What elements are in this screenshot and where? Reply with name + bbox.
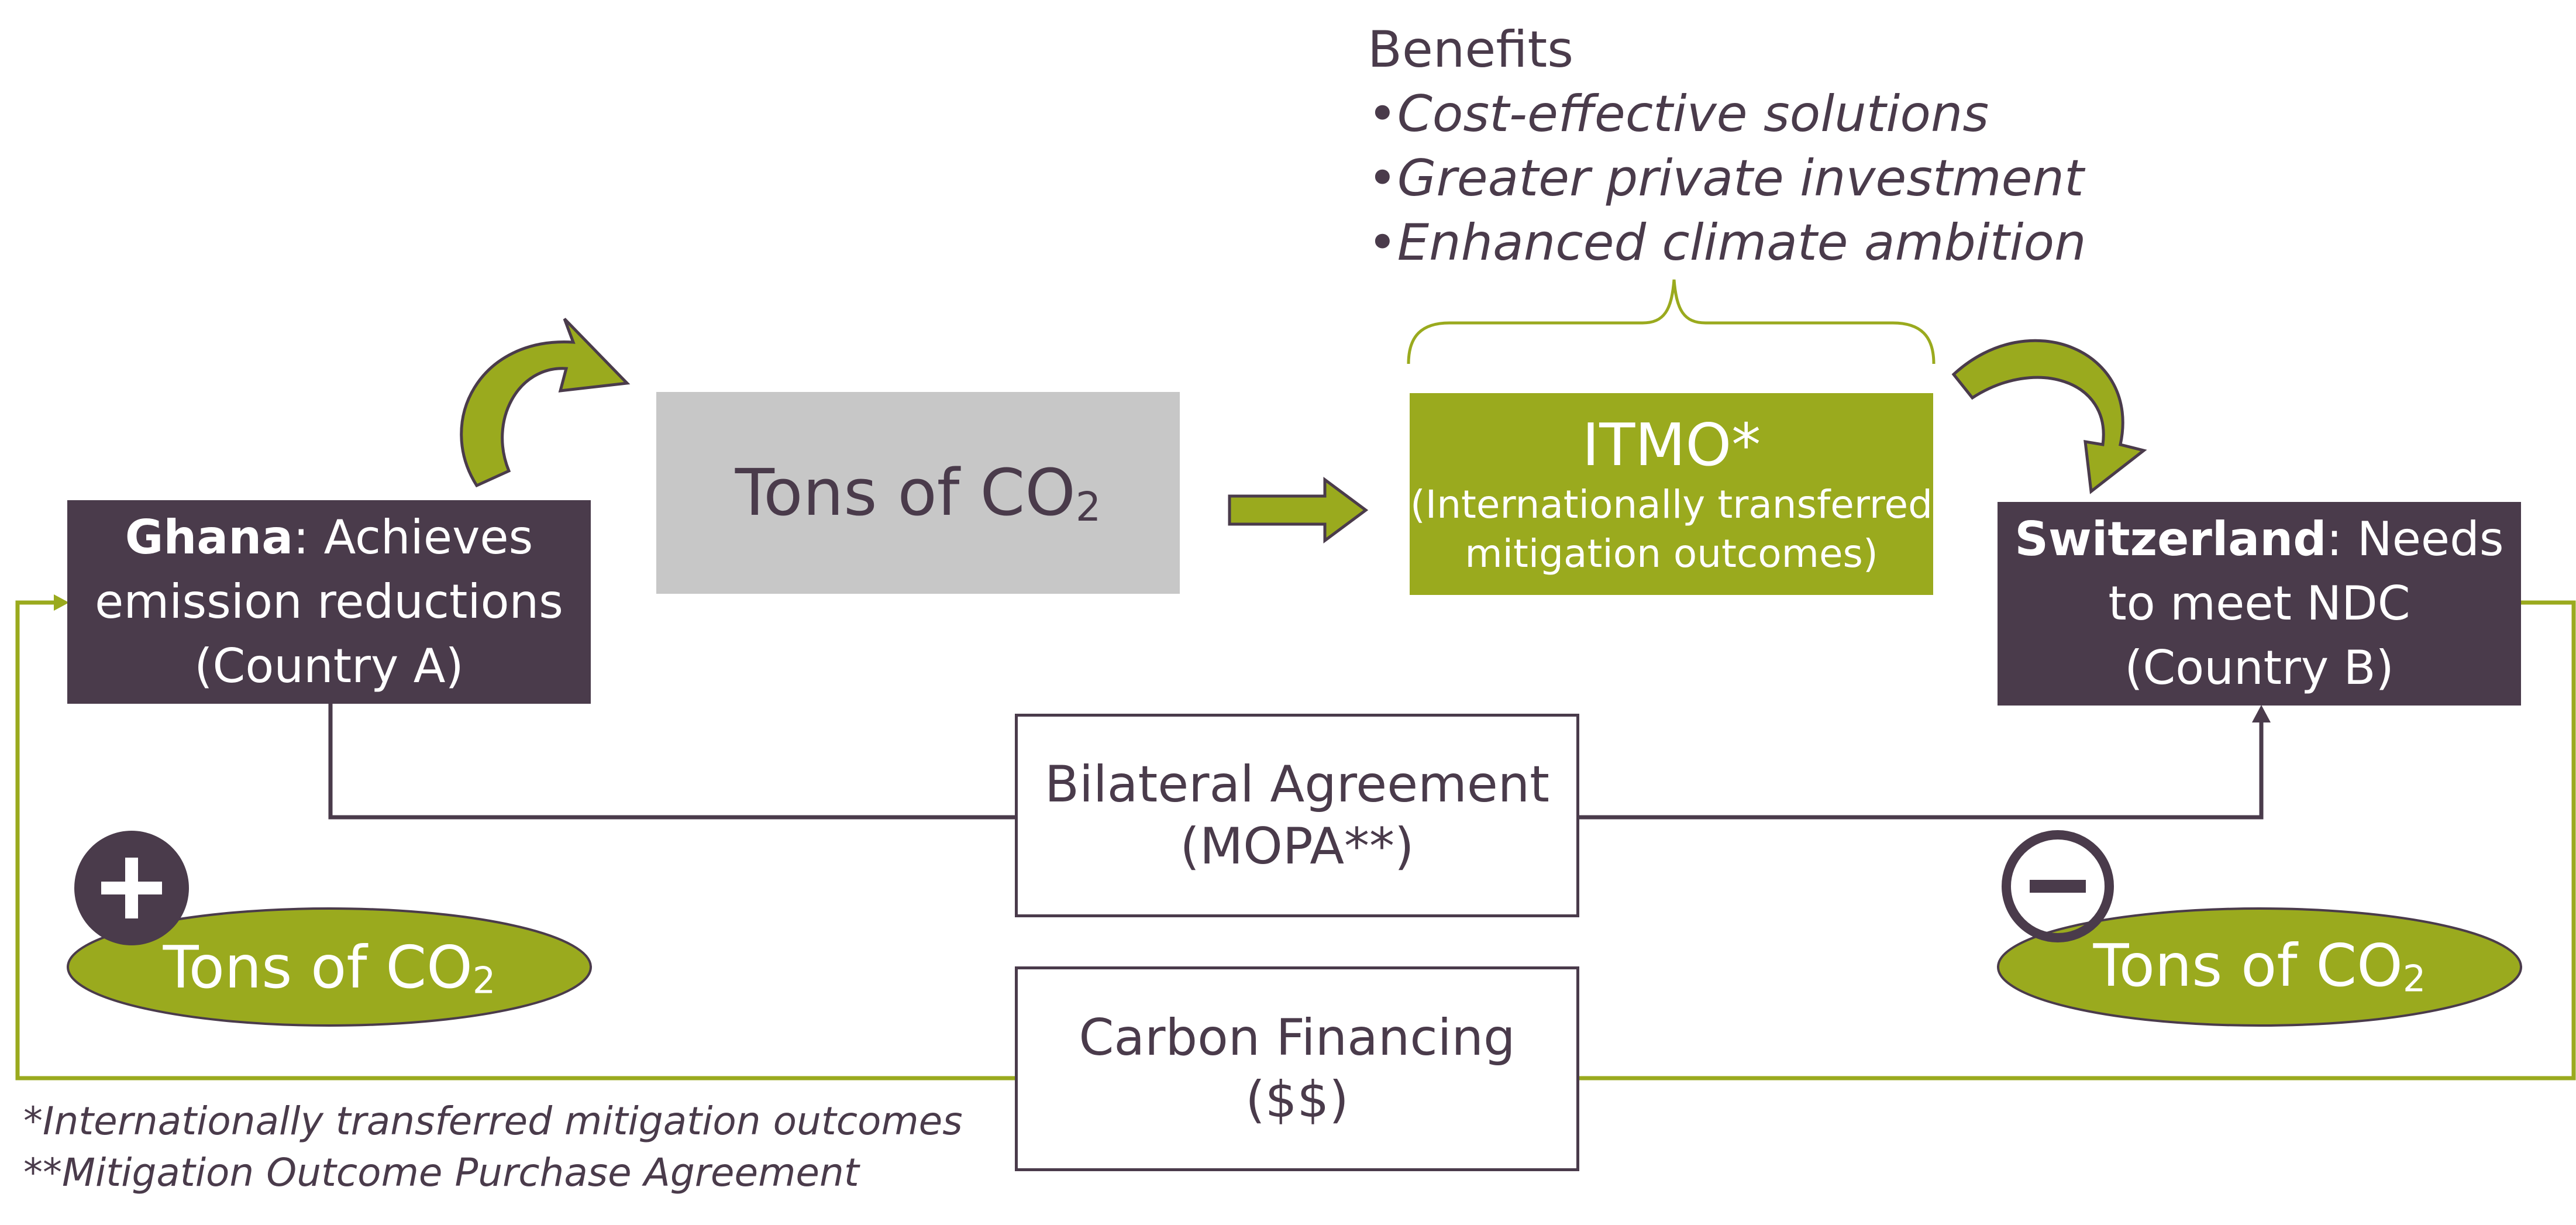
footnote-itmo: *Internationally transferred mitigation … [23,1099,963,1144]
itmo-box: ITMO* (Internationally transferred mitig… [1410,393,1933,595]
tons-left-label: Tons of CO2 [117,933,542,1002]
agreement-connector [328,702,1015,820]
straight-arrow-icon [1228,477,1369,543]
ghana-line2: emission reductions [95,574,563,629]
loop-arrowhead-icon [54,594,69,611]
bullet: • [1368,85,1397,143]
benefit-text: Greater private investment [1397,149,2084,208]
benefit-item: •Cost-effective solutions [1368,82,2086,146]
tons-co2-sub: 2 [1075,484,1101,531]
ghana-box: Ghana: Achieves emission reductions (Cou… [67,500,591,704]
tons-left-sub: 2 [472,959,496,1002]
benefits-brace [1407,279,1936,364]
benefit-text: Enhanced climate ambition [1397,214,2086,272]
switzerland-name: Switzerland [2014,512,2327,566]
carbon-line2: ($$) [1245,1071,1349,1129]
footnote-mopa: **Mitigation Outcome Purchase Agreement [23,1150,859,1195]
bilateral-agreement-box: Bilateral Agreement (MOPA**) [1015,714,1579,917]
curved-arrow-right-icon [1951,339,2147,494]
bullet: • [1368,214,1397,272]
switzerland-line1: Switzerland: Needs [2014,507,2503,572]
benefit-item: •Enhanced climate ambition [1368,211,2086,275]
itmo-line2: mitigation outcomes) [1465,531,1878,576]
tons-ellipse-right [1997,907,2522,1027]
agreement-connector-right [1579,711,2264,820]
bullet: • [1368,149,1397,208]
tons-right-sub: 2 [2402,957,2426,1000]
tons-co2-box: Tons of CO2 [656,392,1180,594]
ghana-line3: (Country A) [194,639,464,693]
itmo-line1: (Internationally transferred [1410,481,1933,527]
switzerland-line2: to meet NDC [2108,576,2410,631]
benefits-title: Benefits [1368,20,1574,79]
benefit-item: •Greater private investment [1368,146,2086,211]
ghana-rest: : Achieves [293,510,533,565]
itmo-title: ITMO* [1582,410,1761,479]
tons-left-text: Tons of CO [163,933,473,1002]
tons-right-label: Tons of CO2 [2047,931,2472,1000]
carbon-financing-loop [15,600,1015,1081]
switzerland-box: Switzerland: Needs to meet NDC (Country … [1998,502,2521,706]
switzerland-rest: : Needs [2326,512,2504,566]
benefit-text: Cost-effective solutions [1397,85,1989,143]
connector-arrowhead-icon [2252,705,2271,722]
ghana-name: Ghana [125,510,294,565]
minus-icon [2002,830,2114,942]
ghana-line1: Ghana: Achieves [125,505,533,570]
bilateral-line2: (MOPA**) [1180,817,1414,876]
tons-co2-label: Tons of CO2 [735,455,1101,531]
curved-arrow-left-icon [460,318,631,488]
carbon-financing-box: Carbon Financing ($$) [1015,966,1579,1171]
tons-right-text: Tons of CO [2093,931,2403,1000]
switzerland-line3: (Country B) [2124,641,2394,695]
carbon-financing-loop-right [1579,600,2576,1081]
tons-co2-text: Tons of CO [735,455,1076,530]
plus-icon [74,831,189,945]
carbon-line1: Carbon Financing [1079,1009,1516,1067]
tons-ellipse-left [67,907,592,1027]
benefits-list: Benefits •Cost-effective solutions •Grea… [1368,18,2086,275]
bilateral-line1: Bilateral Agreement [1044,755,1550,814]
